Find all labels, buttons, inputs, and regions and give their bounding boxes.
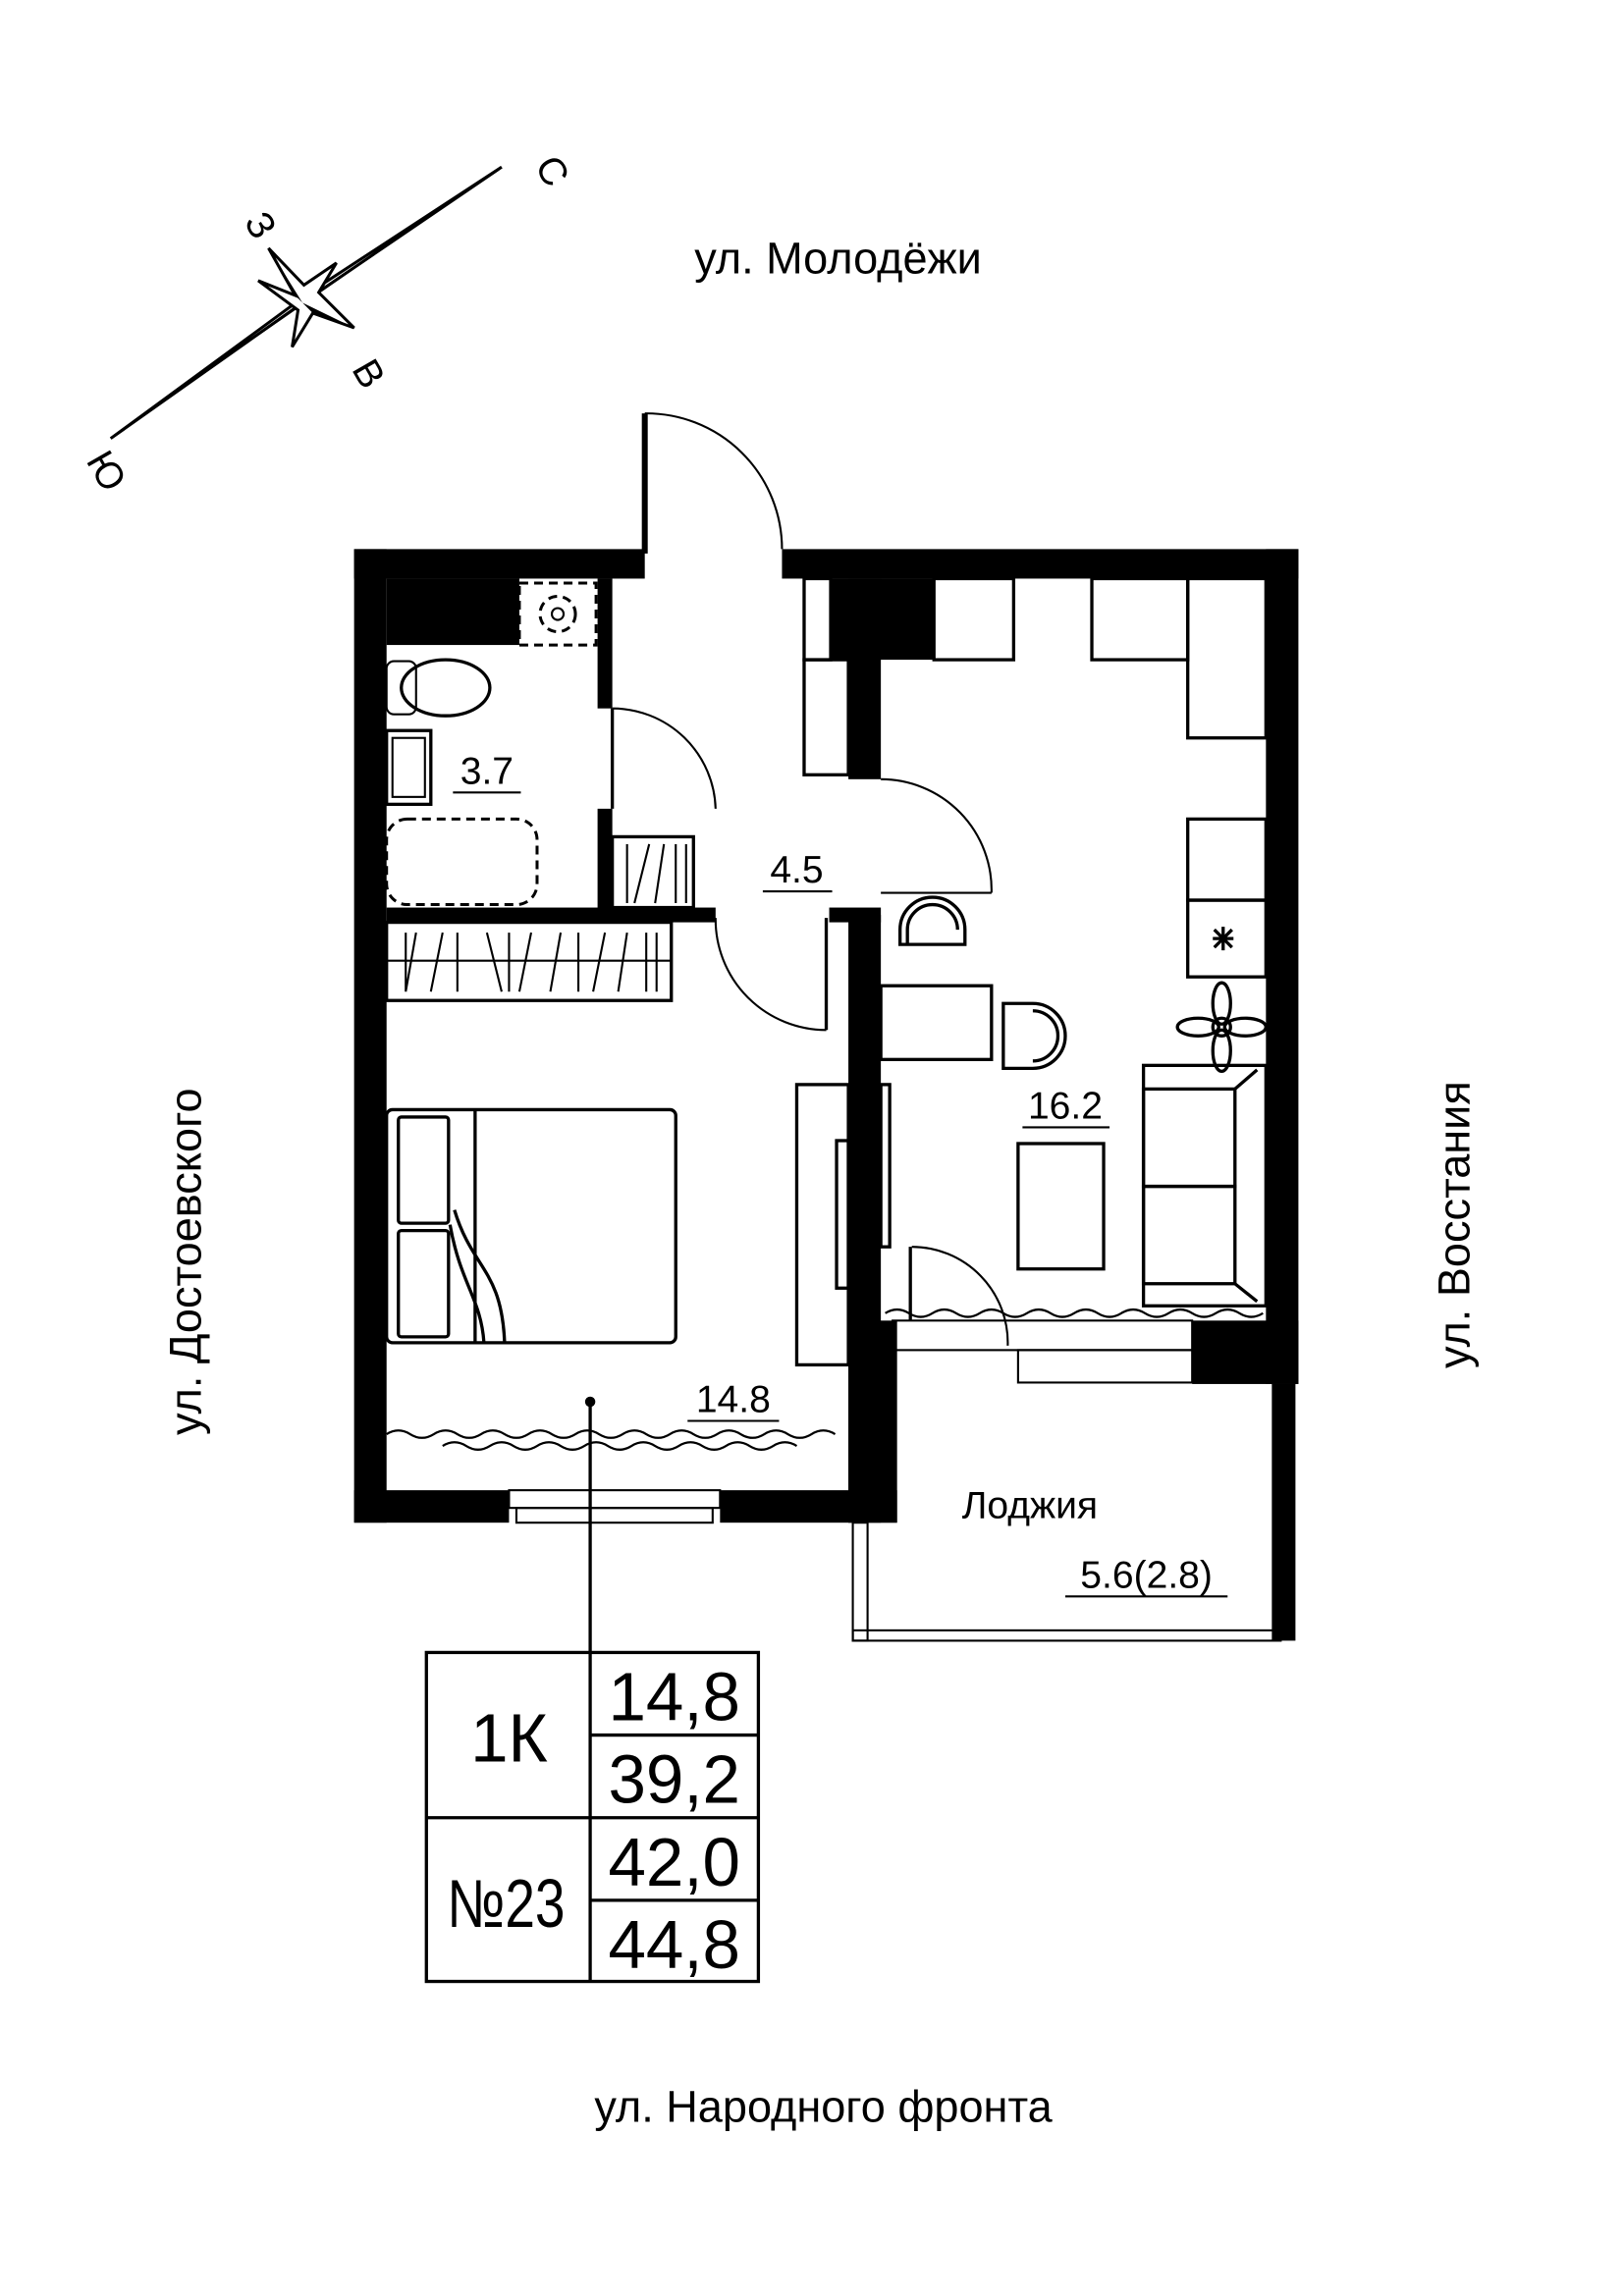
compass-east-label: В	[344, 352, 393, 396]
bedroom-area: 14.8	[696, 1378, 771, 1420]
apartment-number: №23	[447, 1865, 565, 1942]
walls	[353, 413, 1299, 1641]
living-kitchen-area: 16.2	[1028, 1085, 1103, 1127]
dresser-tv	[794, 1083, 892, 1367]
hallway-area: 4.5	[770, 849, 823, 891]
compass-south-label: Ю	[78, 444, 134, 499]
area-without-loggia-value: 39,2	[608, 1741, 740, 1818]
bed	[385, 1107, 677, 1345]
summary-table: 1К №23 14,8 39,2 42,0 44,8	[424, 1650, 761, 1984]
loggia-label: Лоджия	[962, 1485, 1098, 1527]
apartment-type: 1К	[470, 1700, 548, 1777]
stove-icon	[1213, 927, 1234, 951]
living-area-value: 14,8	[608, 1659, 740, 1735]
area-reduced-value: 42,0	[608, 1824, 740, 1900]
bathroom-fixtures	[385, 581, 598, 907]
kitchen-furniture	[802, 576, 1268, 979]
dining-set	[879, 895, 1067, 1071]
street-north-label: ул. Молодёжи	[694, 233, 982, 283]
compass-north-label: С	[526, 149, 576, 194]
bedroom-curtain	[386, 1429, 837, 1451]
coffee-table	[1016, 1142, 1106, 1271]
sofa	[1141, 1063, 1268, 1308]
street-south-label: ул. Народного фронта	[594, 2081, 1053, 2131]
compass-rose-icon: С З В Ю	[78, 149, 576, 499]
windows	[508, 1319, 1282, 1642]
street-west-label: ул. Достоевского	[160, 1088, 210, 1435]
loggia-area: 5.6(2.8)	[1080, 1554, 1213, 1596]
plant-icon	[1175, 981, 1268, 1074]
living-curtain	[885, 1308, 1264, 1318]
compass-west-label: З	[236, 205, 284, 246]
doors	[610, 412, 1009, 1346]
bathroom-area: 3.7	[460, 750, 514, 792]
area-total-value: 44,8	[608, 1906, 740, 1983]
street-east-label: ул. Восстания	[1430, 1081, 1480, 1368]
wardrobe	[385, 834, 695, 1002]
